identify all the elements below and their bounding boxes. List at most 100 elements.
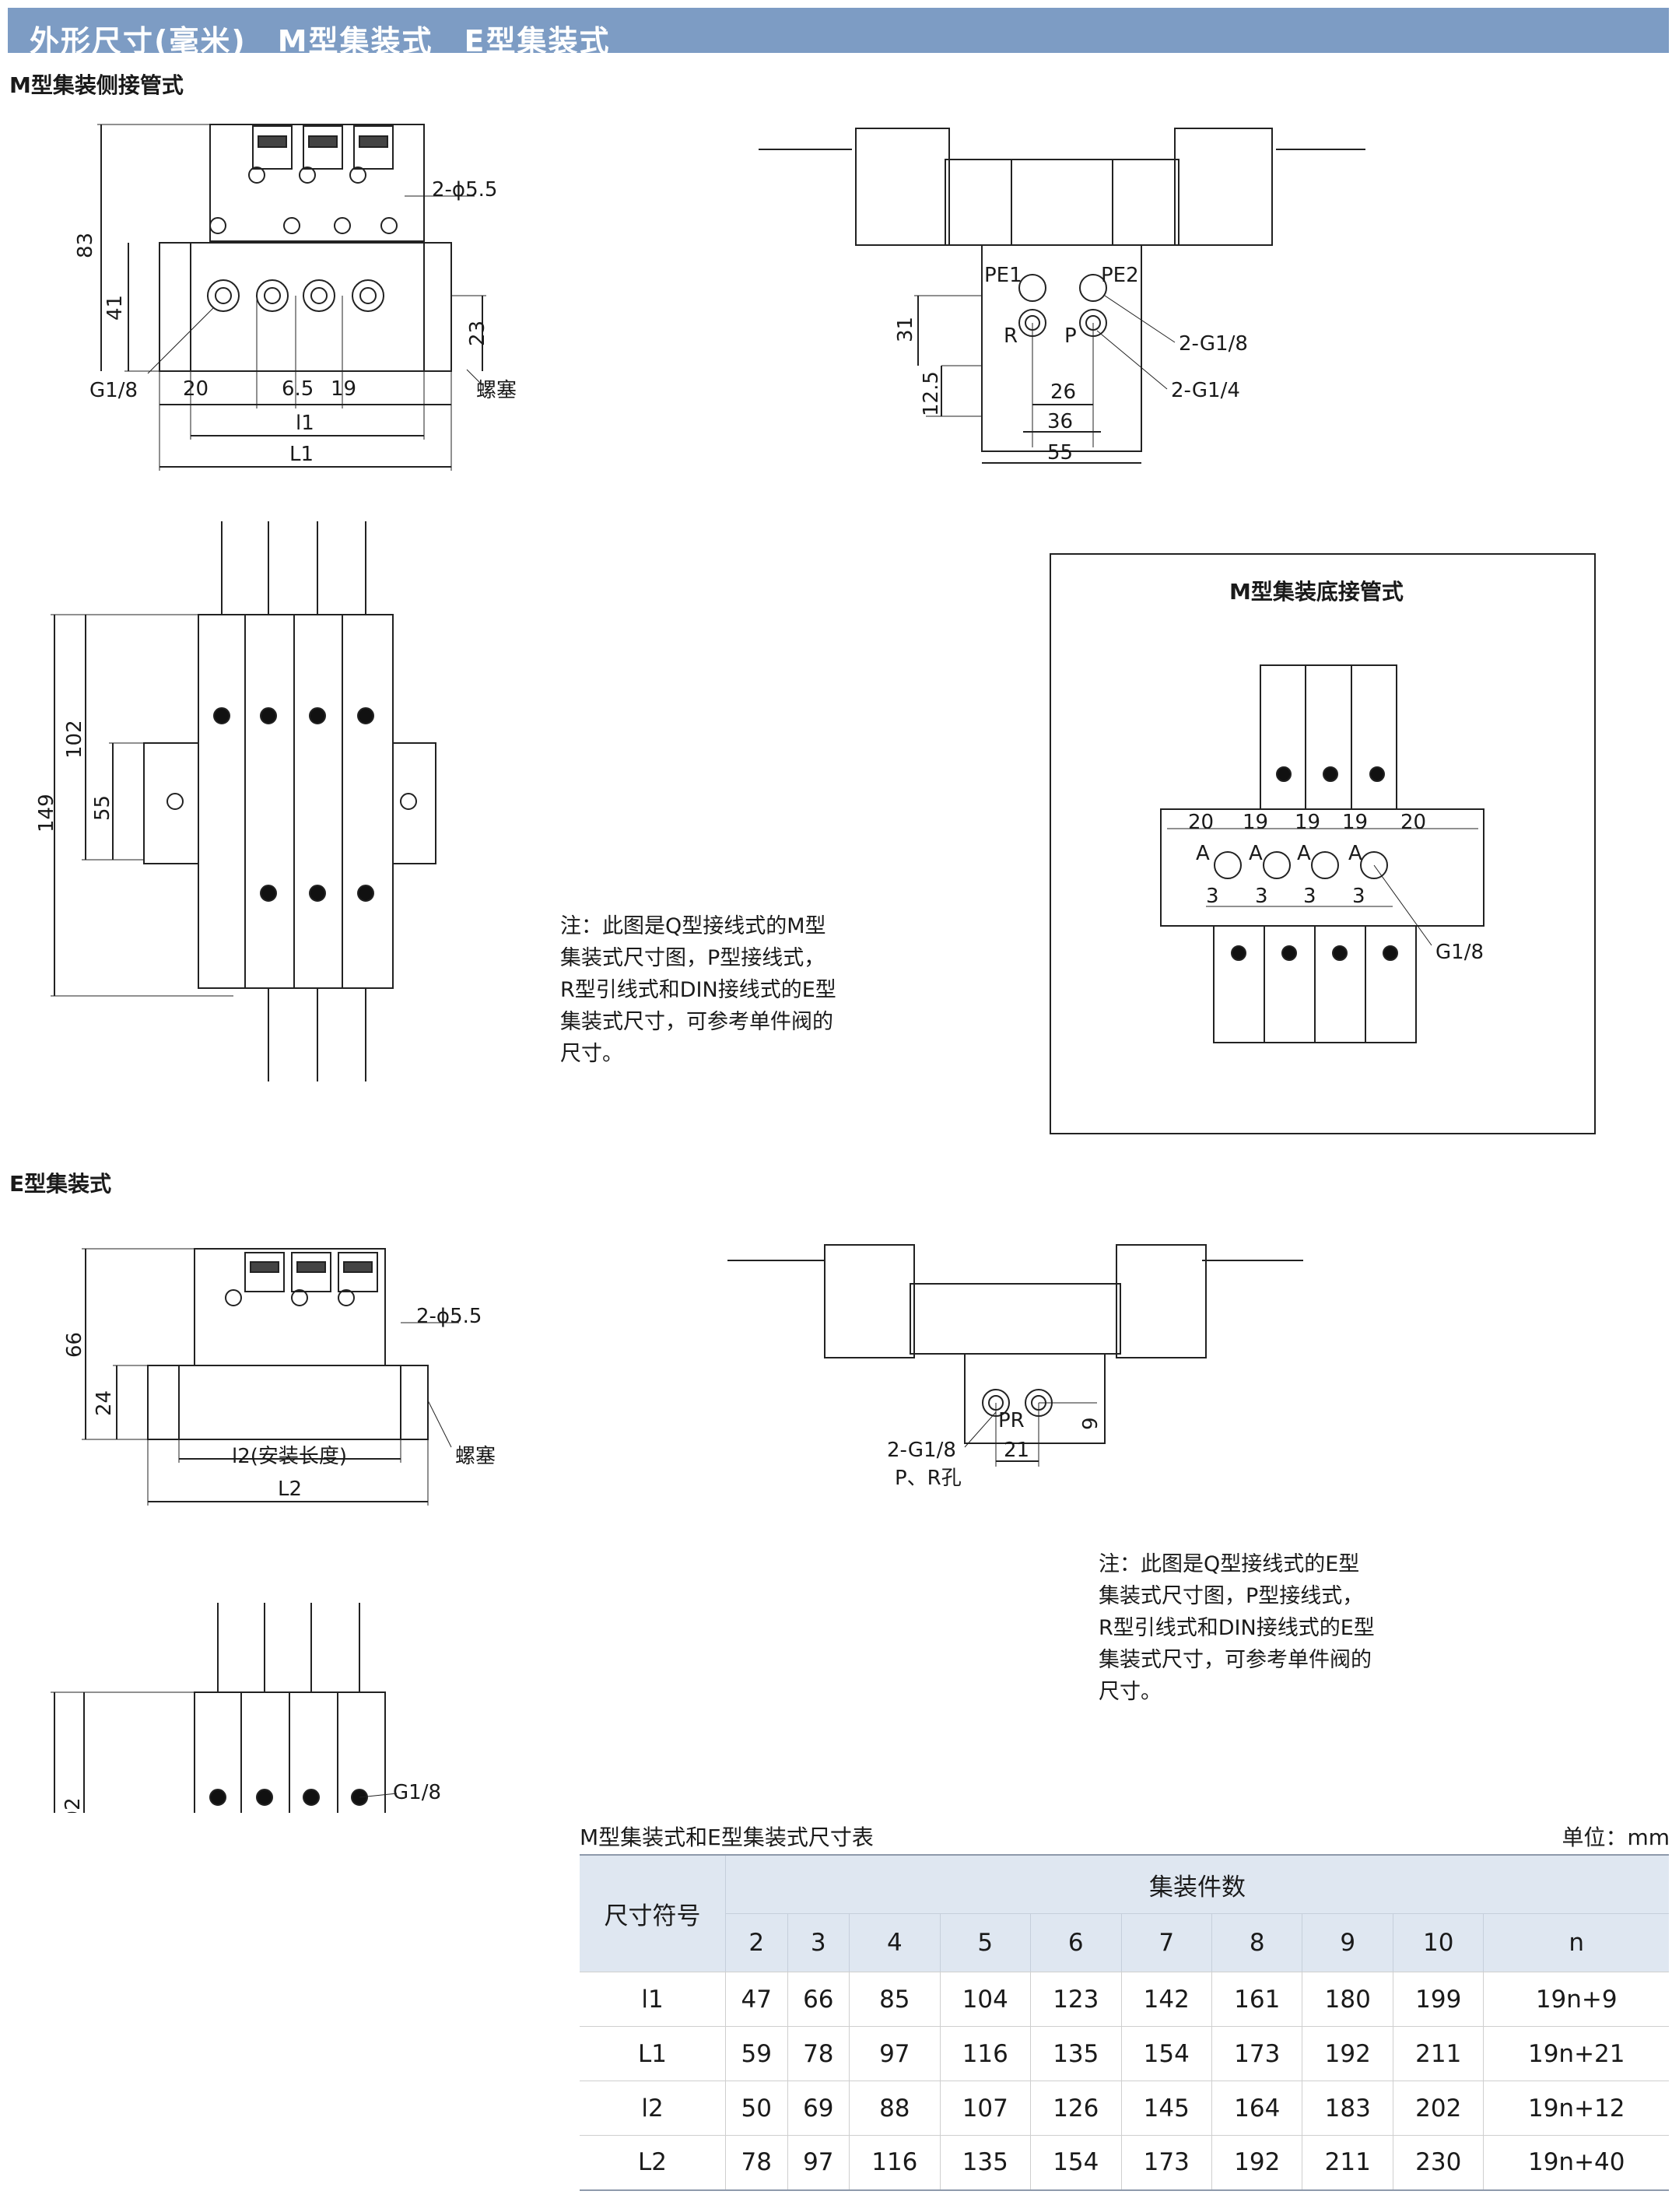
dim-26: 26 [1050, 380, 1076, 404]
port-a-1: A [1196, 842, 1210, 865]
e-front-view [727, 1244, 1303, 1467]
table-column-header: 6 [1030, 1913, 1122, 1972]
table-cell: 180 [1302, 1972, 1393, 2027]
page-title: 外形尺寸(毫米) M型集装式 E型集装式 [30, 24, 611, 58]
m-bottom-view [1050, 553, 1596, 1134]
plug-label-e: 螺塞 [455, 1445, 496, 1468]
table-caption: M型集装式和E型集装式尺寸表 [580, 1825, 874, 1850]
table-cell: 230 [1392, 2135, 1484, 2190]
label-g18-bottom: G1/8 [1435, 941, 1484, 964]
table-cell: 173 [1211, 2026, 1302, 2081]
table-cell: 78 [787, 2026, 850, 2081]
dim-12-5: 12.5 [920, 371, 943, 416]
table-column-header: 4 [849, 1913, 941, 1972]
dim-20-right: 20 [1400, 811, 1426, 834]
table-cell: 19n+9 [1483, 1972, 1669, 2027]
label-pr-holes-note: P、R孔 [895, 1467, 962, 1490]
table-cell: 97 [787, 2135, 850, 2190]
table-column-header: n [1483, 1913, 1669, 1972]
label-2-g14: 2-G1/4 [1171, 379, 1240, 402]
header-bar: 外形尺寸(毫米) M型集装式 E型集装式 [8, 8, 1669, 58]
table-cell: 192 [1302, 2026, 1393, 2081]
dim-36: 36 [1047, 410, 1073, 433]
table-cell: 69 [787, 2081, 850, 2136]
table-column-header: 10 [1392, 1913, 1484, 1972]
dim-55b: 55 [91, 795, 114, 821]
dim-23: 23 [466, 321, 489, 346]
holes-label-e: 2-ϕ5.5 [416, 1305, 482, 1328]
table-cell: 135 [939, 2135, 1031, 2190]
table-cell: 192 [1211, 2135, 1302, 2190]
dim-102: 102 [63, 720, 86, 759]
table-cell: 183 [1302, 2081, 1393, 2136]
dim-9: 9 [1079, 1417, 1102, 1430]
dim-24: 24 [93, 1390, 116, 1416]
table-cell: 211 [1392, 2026, 1484, 2081]
dim-21: 21 [1004, 1439, 1029, 1462]
dim-3-4: 3 [1352, 885, 1365, 908]
table-cell: 135 [1030, 2026, 1122, 2081]
table-cell: 199 [1392, 1972, 1484, 2027]
row-symbol: L1 [580, 2026, 726, 2081]
table-cell: 164 [1211, 2081, 1302, 2136]
dim-55: 55 [1047, 441, 1073, 464]
table-cell: 161 [1211, 1972, 1302, 2027]
row-symbol: l1 [580, 1972, 726, 2027]
port-a-3: A [1297, 842, 1311, 865]
dim-19-c: 19 [1342, 811, 1368, 834]
table-column-header: 2 [725, 1913, 788, 1972]
dim-149: 149 [35, 794, 58, 833]
table-cell: 116 [849, 2135, 941, 2190]
label-g18: G1/8 [89, 379, 138, 402]
table-cell: 66 [787, 1972, 850, 2027]
section-title-m-bottom: M型集装底接管式 [1229, 579, 1404, 605]
dim-83: 83 [74, 233, 97, 258]
table-column-header: 8 [1211, 1913, 1302, 1972]
e-side-view [82, 1248, 459, 1506]
dim-20: 20 [183, 377, 209, 401]
table-cell: 47 [725, 1972, 788, 2027]
dim-41: 41 [103, 295, 127, 321]
table-column-header: 9 [1302, 1913, 1393, 1972]
port-pe2: PE2 [1101, 264, 1139, 287]
table-cell: 19n+40 [1483, 2135, 1669, 2190]
port-a-4: A [1348, 842, 1362, 865]
dim-L1: L1 [289, 443, 314, 466]
table-corner-header: 尺寸符号 [580, 1855, 726, 1972]
dim-6-5: 6.5 [282, 377, 314, 401]
table-cell: 173 [1120, 2135, 1212, 2190]
table-cell: 78 [725, 2135, 788, 2190]
dim-66: 66 [63, 1332, 86, 1358]
dim-l2-install: l2(安装长度) [232, 1445, 347, 1468]
port-pr: PR [998, 1409, 1025, 1432]
dim-L2: L2 [278, 1478, 302, 1501]
table-cell: 145 [1120, 2081, 1212, 2136]
table-column-header: 5 [939, 1913, 1031, 1972]
plug-label: 螺塞 [476, 379, 517, 402]
note-m: 注：此图是Q型接线式的M型 集装式尺寸图，P型接线式， R型引线式和DIN接线式… [560, 914, 836, 1066]
table-column-header: 3 [787, 1913, 850, 1972]
table-column-header: 7 [1120, 1913, 1212, 1972]
table-cell: 211 [1302, 2135, 1393, 2190]
table-cell: 123 [1030, 1972, 1122, 2027]
dim-3-1: 3 [1206, 885, 1219, 908]
port-pe1: PE1 [984, 264, 1022, 287]
label-pr-holes: 2-G1/8 [887, 1439, 956, 1462]
port-a-2: A [1249, 842, 1263, 865]
row-symbol: L2 [580, 2135, 726, 2190]
table-group-header: 集装件数 [725, 1855, 1669, 1914]
table-cell: 104 [939, 1972, 1031, 2027]
row-symbol: l2 [580, 2081, 726, 2136]
table-cell: 88 [849, 2081, 941, 2136]
m-top-view [51, 521, 436, 1081]
section-title-m-side: M型集装侧接管式 [9, 72, 184, 98]
technical-drawings: 83 41 23 G1/8 20 6.5 19 l1 L1 2-ϕ5.5 螺塞 [35, 124, 1596, 1813]
table-cell: 19n+21 [1483, 2026, 1669, 2081]
holes-label: 2-ϕ5.5 [432, 178, 497, 202]
label-2-g18: 2-G1/8 [1179, 332, 1248, 356]
